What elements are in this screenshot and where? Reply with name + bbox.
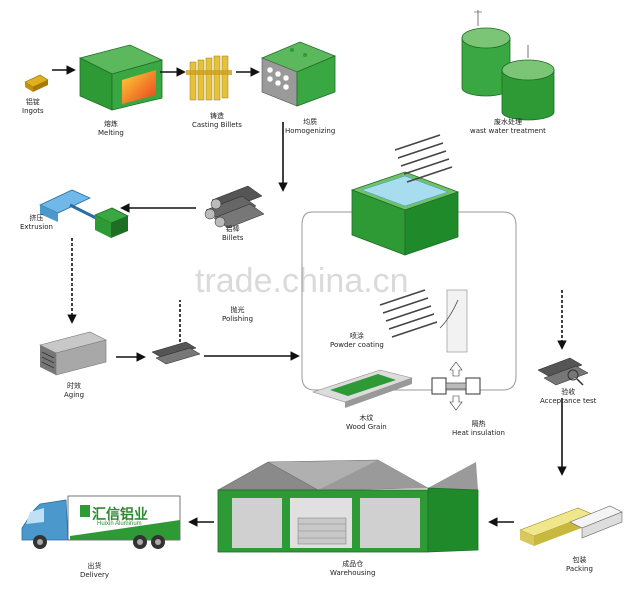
company-name-en: Huixin Aluminum [97, 521, 142, 527]
aluminum-profile-icon [151, 341, 201, 365]
delivery-truck-icon [21, 495, 181, 549]
casting-billets-icon [186, 55, 232, 101]
flow-arrows [52, 65, 567, 527]
homogenizing-oven-icon [260, 41, 337, 107]
ingots-icon [24, 74, 49, 92]
wood-grain-sheet-icon [312, 369, 414, 408]
waste-water-tanks-icon [461, 10, 555, 121]
melting-furnace-icon [78, 44, 164, 111]
watermark-text: trade.china.cn [195, 262, 409, 300]
billets-icon [204, 185, 265, 229]
heat-insulation-profile-icon [431, 361, 481, 411]
company-name-cn: 汇信铝业 [92, 507, 148, 523]
surface-treatment-frame [301, 211, 517, 391]
aging-oven-icon [39, 331, 107, 376]
packing-bundles-icon [519, 505, 623, 546]
powder-coating-booth-icon [350, 134, 468, 353]
extrusion-press-icon [39, 189, 129, 238]
acceptance-test-icon [537, 357, 589, 386]
warehouse-icon [217, 459, 479, 553]
